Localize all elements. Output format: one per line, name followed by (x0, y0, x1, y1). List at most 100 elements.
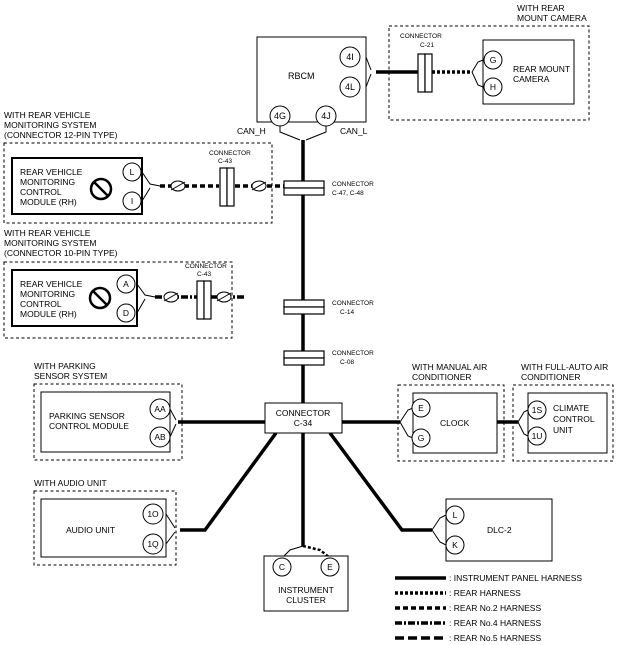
connector-c14-label: CONNECTOR (332, 300, 374, 307)
climate-pins (517, 409, 529, 437)
group-label-rear-camera-2: MOUNT CAMERA (517, 13, 587, 23)
cluster-label: INSTRUMENT (278, 585, 334, 595)
rbcm-label: RBCM (288, 71, 315, 81)
rbcm-pin-4g (269, 105, 291, 127)
twist-marker (163, 291, 179, 303)
group-label-rvm12-3: (CONNECTOR 12-PIN TYPE) (4, 130, 118, 140)
rvm12-label-4: MODULE (RH) (20, 197, 77, 207)
rbcm-can-twist (279, 122, 327, 141)
dlc-pin-l (445, 505, 465, 525)
connector-c08-label-2: C-08 (340, 359, 354, 366)
parking-box (40, 391, 171, 453)
rvm12-label-2: MONITORING (20, 177, 75, 187)
climate-label-2: CONTROL (553, 414, 595, 424)
audio-pin-1o (142, 503, 164, 525)
rvm10-label-2: MONITORING (20, 289, 75, 299)
can-l-label: CAN_L (340, 126, 368, 136)
parking-pin-ab-label: AB (154, 432, 166, 442)
twist-marker (251, 180, 267, 192)
rbcm-pin-4i-label: 4I (346, 52, 354, 62)
group-label-rear-camera: WITH REAR (517, 3, 565, 13)
connector-c21-label-2: C-21 (420, 42, 434, 49)
camera-pins-fan (471, 59, 484, 88)
group-label-parking-2: SENSOR SYSTEM (34, 371, 107, 381)
connector-c47-label: CONNECTOR (332, 181, 374, 188)
legend-label: : INSTRUMENT PANEL HARNESS (449, 573, 582, 583)
connector-c43b-label-2: C-43 (197, 271, 211, 278)
connector-c43a-label-2: C-43 (218, 158, 232, 165)
group-rvm-10pin (3, 261, 233, 339)
connector-c08-label: CONNECTOR (332, 350, 374, 357)
cluster-rear-pin (302, 544, 331, 559)
group-rvm-12pin (3, 142, 273, 224)
parking-pin-aa (149, 398, 171, 420)
parking-pins (169, 408, 177, 438)
group-parking (33, 383, 183, 461)
legend-label: : REAR HARNESS (449, 588, 521, 598)
rvm12-pin-i-label: I (131, 196, 133, 206)
group-audio (33, 490, 177, 566)
rbcm-camera-pins (365, 56, 372, 88)
audio-label: AUDIO UNIT (66, 525, 115, 535)
camera-pin-g (483, 50, 503, 70)
rvm12-prohibited-icon (89, 177, 113, 201)
twist-marker (216, 291, 232, 303)
rvm12-pin-i (122, 191, 142, 211)
rvm10-pin-d-label: D (123, 308, 129, 318)
connector-c21-label: CONNECTOR (400, 33, 442, 40)
c34-label: CONNECTOR (276, 408, 331, 418)
group-label-rvm10-3: (CONNECTOR 10-PIN TYPE) (4, 248, 118, 258)
group-label-auto-ac-2: CONDITIONER (521, 372, 581, 382)
group-manual-ac (397, 384, 505, 462)
clock-label: CLOCK (440, 418, 470, 428)
rvm10-box (11, 269, 138, 327)
group-label-manual-ac-2: CONDITIONER (412, 372, 472, 382)
camera-pin-h-label: H (490, 82, 496, 92)
camera-pin-h (483, 77, 503, 97)
climate-pin-1s-label: 1S (532, 405, 543, 415)
cluster-pin-e-label: E (327, 562, 333, 572)
parking-label-2: CONTROL MODULE (49, 421, 129, 431)
cluster-pin-c (272, 557, 292, 577)
rvm10-pin-d (116, 303, 136, 323)
dlc-label: DLC-2 (487, 525, 512, 535)
rbcm-pin-4i (339, 46, 361, 68)
rbcm-pin-4j (315, 105, 337, 127)
connector-c21-symbol (417, 53, 433, 93)
rvm10-pin-a-label: A (123, 279, 129, 289)
c34-box (264, 402, 343, 434)
connector-c14-symbol (283, 299, 325, 315)
audio-pins (165, 513, 176, 545)
rvm12-pins (141, 171, 161, 202)
cluster-label-2: CLUSTER (286, 595, 326, 605)
rvm12-label-3: CONTROL (20, 187, 62, 197)
rvm10-label: REAR VEHICLE (20, 279, 83, 289)
group-label-rvm10: WITH REAR VEHICLE (4, 228, 91, 238)
cluster-pin-e (320, 557, 340, 577)
connector-c43a-label: CONNECTOR (209, 150, 251, 157)
rvm12-pin-l (122, 162, 142, 182)
rvm10-prohibited-icon (88, 286, 112, 310)
rvm12-label: REAR VEHICLE (20, 167, 83, 177)
dlc-pins (431, 514, 447, 546)
dlc-harness (328, 431, 432, 532)
group-label-rvm12: WITH REAR VEHICLE (4, 110, 91, 120)
connector-c43b-symbol (196, 280, 212, 320)
parking-label: PARKING SENSOR (49, 411, 125, 421)
rear-camera-label: REAR MOUNT (513, 64, 570, 74)
clock-pins (399, 407, 414, 439)
clock-pin-e (411, 398, 431, 418)
dlc-pin-l-label: L (453, 510, 458, 520)
c34-label-2: C-34 (294, 418, 313, 428)
can-h-label: CAN_H (237, 126, 266, 136)
dlc-pin-k-label: K (452, 540, 458, 550)
connector-c08-symbol (283, 350, 325, 366)
audio-pin-1q-label: 1Q (147, 539, 159, 549)
group-label-audio: WITH AUDIO UNIT (34, 478, 107, 488)
camera-pin-g-label: G (490, 55, 497, 65)
connector-c14-label-2: C-14 (340, 309, 354, 316)
clock-pin-g (411, 428, 431, 448)
group-label-rvm10-2: MONITORING SYSTEM (4, 238, 96, 248)
twist-marker (170, 180, 186, 192)
